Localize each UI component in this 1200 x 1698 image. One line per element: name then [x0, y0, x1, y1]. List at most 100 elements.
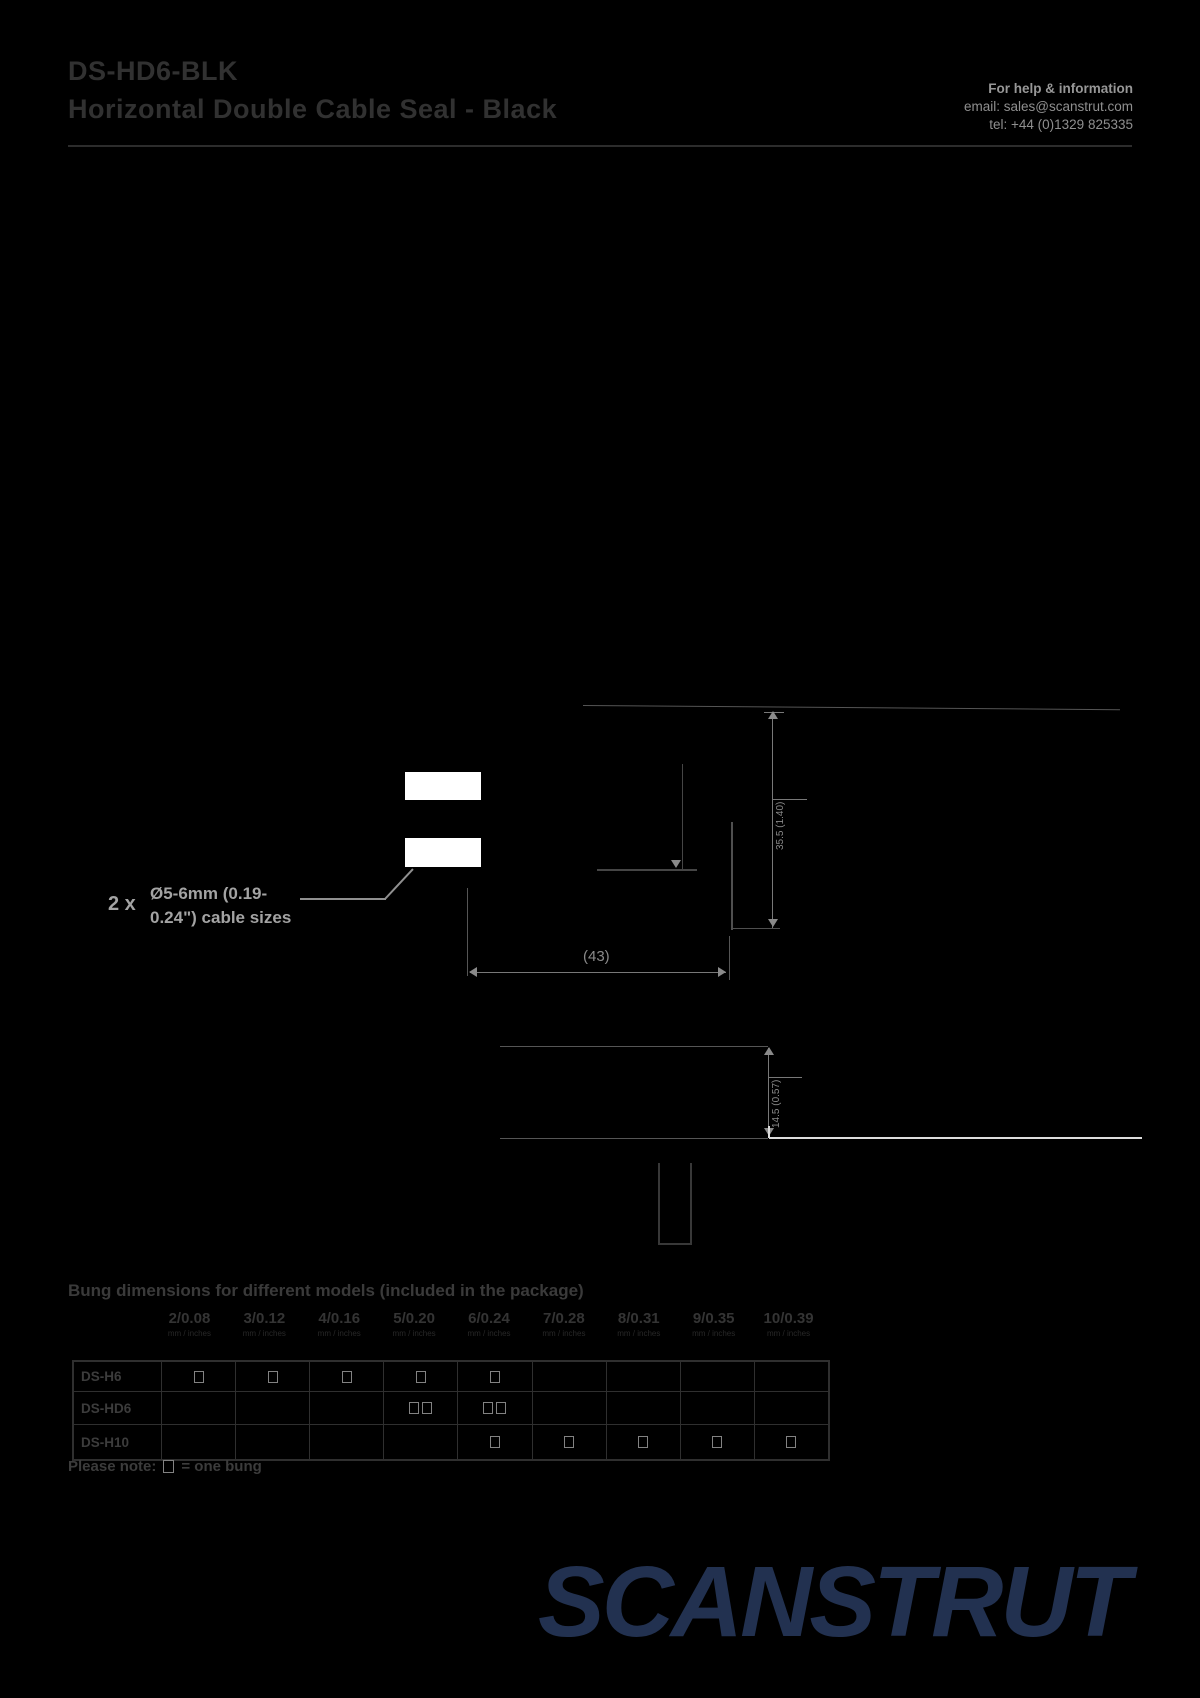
bung-count-cell [383, 1392, 457, 1424]
bung-count-cell [161, 1392, 235, 1424]
help-block: For help & information email: sales@scan… [964, 80, 1133, 134]
cable-size-line2: 0.24") cable sizes [150, 908, 292, 927]
size-unit-label: mm / inches [767, 1329, 811, 1338]
mounting-surface-tick [768, 1126, 770, 1138]
size-unit-label: mm / inches [542, 1329, 586, 1338]
depth-dimension-text: 14.5 (0.57) [771, 1080, 783, 1128]
depth-mm: 14.5 [771, 1108, 782, 1128]
size-unit-label: mm / inches [467, 1329, 511, 1338]
height-mm: 35.5 [775, 830, 786, 850]
bung-icon [786, 1436, 797, 1448]
product-title: Horizontal Double Cable Seal - Black [68, 94, 558, 124]
help-title: For help & information [988, 81, 1133, 96]
table-note: Please note: = one bung [68, 1458, 262, 1475]
depth-dimension-leader [768, 1077, 802, 1078]
bung-count-cell [383, 1362, 457, 1391]
size-label: 7/0.28 [543, 1310, 585, 1327]
inner-arrowhead-icon [671, 860, 681, 868]
width-dimension-line [470, 972, 726, 973]
height-dimension-leader [772, 799, 807, 800]
bung-face-lower [405, 838, 481, 867]
size-header-spacer [72, 1310, 152, 1338]
bung-profile-outline [658, 1163, 692, 1245]
height-dimension-line [772, 712, 773, 928]
model-cell: DS-H10 [81, 1434, 130, 1450]
note-prefix: Please note: [68, 1458, 157, 1475]
width-dimension-label: (43) [583, 948, 610, 965]
size-header-2-0-08: 2/0.08 mm / inches [152, 1310, 227, 1338]
table-row-ds-h6: DS-H6 [74, 1362, 828, 1391]
bung-count-cell [457, 1425, 531, 1459]
size-unit-label: mm / inches [242, 1329, 286, 1338]
bung-icon [489, 1436, 500, 1448]
width-arrow-left-icon [469, 967, 477, 977]
part-right-edge [731, 822, 733, 930]
bung-count-cell [605, 1362, 680, 1391]
size-header-7-0-28: 7/0.28 mm / inches [526, 1310, 601, 1338]
extension-line-long [582, 705, 1120, 711]
bung-icon [422, 1402, 433, 1414]
bung-icon [564, 1436, 575, 1448]
bung-count-cell [679, 1425, 754, 1459]
bung-icon [163, 1460, 175, 1473]
note-suffix: = one bung [181, 1458, 262, 1475]
table-row-ds-hd6: DS-HD6 [74, 1391, 828, 1424]
bung-count-cell [161, 1425, 235, 1459]
mounting-surface-line [769, 1137, 1142, 1139]
bung-icon [409, 1402, 420, 1414]
bung-icon [638, 1436, 649, 1448]
depth-arrow-top-icon [764, 1047, 774, 1055]
bung-icon [496, 1402, 507, 1414]
bung-icon [415, 1370, 426, 1383]
bung-count-cell [309, 1362, 383, 1391]
bung-count-cell [753, 1362, 828, 1391]
bung-icon [341, 1370, 352, 1383]
size-unit-label: mm / inches [392, 1329, 436, 1338]
bung-count-cell [457, 1362, 531, 1391]
bung-count-cell [309, 1392, 383, 1424]
cable-size-note: Ø5-6mm (0.19- 0.24") cable sizes [150, 882, 291, 930]
bung-count-cell [753, 1392, 828, 1424]
bung-face-upper [405, 772, 481, 800]
bung-count-cell [753, 1425, 828, 1459]
bung-count-cell [383, 1425, 457, 1459]
header-divider [68, 145, 1132, 147]
sideview-base-edge [500, 1138, 768, 1139]
leader-line-diagonal [384, 868, 414, 900]
bung-count-cell [531, 1362, 606, 1391]
leader-line-horizontal [300, 898, 386, 900]
bung-count-cell [161, 1362, 235, 1391]
part-bottom-extension [731, 928, 780, 929]
table-row-ds-h10: DS-H10 [74, 1424, 828, 1459]
product-code: DS-HD6-BLK [68, 56, 238, 86]
bung-count-cell [235, 1425, 309, 1459]
help-email: email: sales@scanstrut.com [963, 99, 1133, 114]
size-label: 2/0.08 [168, 1310, 211, 1327]
bung-count-cell [457, 1392, 531, 1424]
bung-table-title: Bung dimensions for different models (in… [68, 1281, 584, 1300]
bung-count-cell [531, 1392, 606, 1424]
height-in: (1.40) [775, 801, 786, 828]
depth-dimension-line [768, 1048, 769, 1137]
bung-count-cell [679, 1392, 754, 1424]
size-unit-label: mm / inches [167, 1329, 211, 1338]
width-extension-left [467, 888, 468, 976]
size-unit-label: mm / inches [617, 1329, 661, 1338]
bung-icon [712, 1436, 723, 1448]
bung-count-cell [235, 1392, 309, 1424]
width-arrow-right-icon [718, 967, 726, 977]
inner-edge-horizontal [597, 869, 697, 871]
bung-count-cell [605, 1392, 680, 1424]
cable-size-prefix: 2 x [108, 893, 136, 915]
bung-icon [193, 1370, 204, 1383]
size-label: 4/0.16 [318, 1310, 361, 1327]
cable-size-line1: Ø5-6mm (0.19- [150, 884, 268, 903]
